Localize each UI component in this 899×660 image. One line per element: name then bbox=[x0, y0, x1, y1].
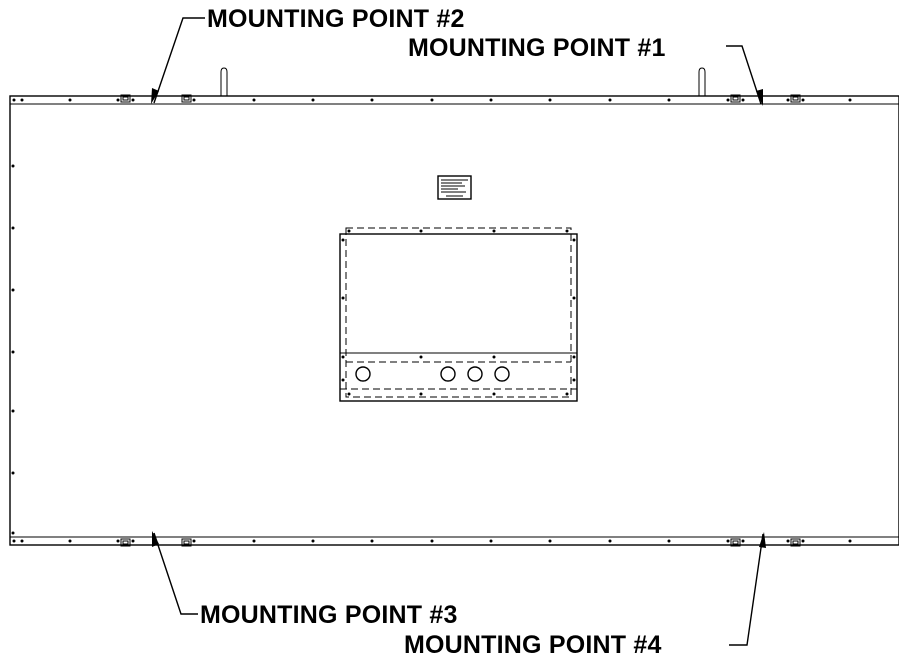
enclosure-fastener-dot bbox=[419, 355, 423, 359]
fastener-dot bbox=[252, 539, 256, 543]
fastener-dot bbox=[548, 539, 552, 543]
enclosure-fastener-dot bbox=[492, 392, 496, 396]
leader-mounting-point-1 bbox=[726, 45, 762, 105]
fastener-dot bbox=[489, 539, 493, 543]
enclosure-fastener-dot bbox=[419, 229, 423, 233]
mounting-bracket-top-left-a bbox=[120, 94, 131, 103]
callout-mounting-point-4: MOUNTING POINT #4 bbox=[404, 631, 662, 659]
enclosure-fastener-dot bbox=[565, 392, 569, 396]
fastener-dot bbox=[608, 539, 612, 543]
enclosure-fastener-dot bbox=[341, 238, 345, 242]
enclosure-fastener-dot bbox=[572, 378, 576, 382]
leader-mounting-point-2 bbox=[153, 17, 205, 104]
fastener-dot bbox=[548, 98, 552, 102]
conduit-knockout-2 bbox=[440, 366, 456, 382]
mounting-bracket-top-right-b bbox=[790, 94, 801, 103]
fastener-dot bbox=[131, 539, 135, 543]
fastener-dot bbox=[192, 98, 196, 102]
fastener-dot bbox=[20, 98, 24, 102]
fastener-dot bbox=[311, 98, 315, 102]
fastener-dot bbox=[11, 471, 15, 475]
enclosure-fastener-dot bbox=[341, 378, 345, 382]
arrowhead-mounting-point-1 bbox=[756, 89, 763, 106]
fastener-dot bbox=[370, 98, 374, 102]
callout-mounting-point-3: MOUNTING POINT #3 bbox=[200, 601, 458, 629]
perimeter-fasteners bbox=[11, 98, 852, 543]
lifting-tab-right bbox=[698, 67, 706, 96]
fastener-dot bbox=[116, 98, 120, 102]
fastener-dot bbox=[430, 539, 434, 543]
mounting-bracket-bottom-left-a bbox=[120, 538, 131, 547]
nameplate bbox=[437, 175, 472, 200]
conduit-knockout-4 bbox=[494, 366, 510, 382]
fastener-dot bbox=[667, 539, 671, 543]
enclosure-fastener-dot bbox=[492, 229, 496, 233]
enclosure-fastener-dot bbox=[347, 392, 351, 396]
mounting-bracket-top-right-a bbox=[730, 94, 741, 103]
fastener-dot bbox=[20, 539, 24, 543]
enclosure-fastener-dot bbox=[341, 296, 345, 300]
leader-mounting-point-4 bbox=[729, 533, 764, 646]
conduit-knockout-3 bbox=[467, 366, 483, 382]
enclosure-fastener-dot bbox=[341, 355, 345, 359]
fastener-dot bbox=[68, 98, 72, 102]
callout-mounting-point-1: MOUNTING POINT #1 bbox=[408, 34, 666, 62]
fastener-dot bbox=[726, 98, 730, 102]
enclosure-fastener-dot bbox=[572, 296, 576, 300]
enclosure-fastener-dot bbox=[565, 229, 569, 233]
enclosure-fastener-dot bbox=[572, 238, 576, 242]
fastener-dot bbox=[370, 539, 374, 543]
fastener-dot bbox=[430, 98, 434, 102]
enclosure-dashed-cover bbox=[345, 227, 572, 398]
fastener-dot bbox=[11, 164, 15, 168]
fastener-dot bbox=[116, 539, 120, 543]
fastener-dot bbox=[192, 539, 196, 543]
fastener-dot bbox=[667, 98, 671, 102]
fastener-dot bbox=[786, 539, 790, 543]
fastener-dot bbox=[11, 350, 15, 354]
mounting-bracket-bottom-right-a bbox=[730, 538, 741, 547]
fastener-dot bbox=[489, 98, 493, 102]
fastener-dot bbox=[608, 98, 612, 102]
fastener-dot bbox=[11, 288, 15, 292]
mounting-bracket-top-left-b bbox=[181, 94, 192, 103]
fastener-dot bbox=[801, 98, 805, 102]
fastener-dot bbox=[726, 539, 730, 543]
fastener-dot bbox=[11, 531, 15, 535]
panel-outline bbox=[9, 95, 899, 546]
fastener-dot bbox=[12, 98, 16, 102]
callout-mounting-point-2: MOUNTING POINT #2 bbox=[207, 5, 465, 33]
fastener-dot bbox=[252, 98, 256, 102]
fastener-dot bbox=[848, 98, 852, 102]
enclosure-outline bbox=[339, 233, 578, 402]
fastener-dot bbox=[801, 539, 805, 543]
conduit-knockout-1 bbox=[355, 366, 371, 382]
fastener-dot bbox=[848, 539, 852, 543]
central-enclosure bbox=[339, 227, 578, 402]
fastener-dot bbox=[741, 539, 745, 543]
fastener-dot bbox=[741, 98, 745, 102]
fastener-dot bbox=[131, 98, 135, 102]
leader-mounting-point-3 bbox=[153, 532, 198, 615]
arrowhead-mounting-point-3 bbox=[152, 531, 159, 547]
arrowhead-mounting-point-4 bbox=[759, 532, 766, 548]
fastener-dot bbox=[11, 226, 15, 230]
lifting-tab-left bbox=[220, 67, 228, 96]
enclosure-fastener-dot bbox=[572, 355, 576, 359]
enclosure-fastener-dot bbox=[347, 229, 351, 233]
enclosure-fastener-dot bbox=[419, 392, 423, 396]
enclosure-fastener-dot bbox=[492, 355, 496, 359]
fastener-dot bbox=[68, 539, 72, 543]
mounting-bracket-bottom-left-b bbox=[181, 538, 192, 547]
fastener-dot bbox=[786, 98, 790, 102]
fastener-dot bbox=[311, 539, 315, 543]
enclosure-fasteners bbox=[341, 229, 576, 396]
mounting-bracket-bottom-right-b bbox=[790, 538, 801, 547]
fastener-dot bbox=[11, 409, 15, 413]
fastener-dot bbox=[12, 539, 16, 543]
